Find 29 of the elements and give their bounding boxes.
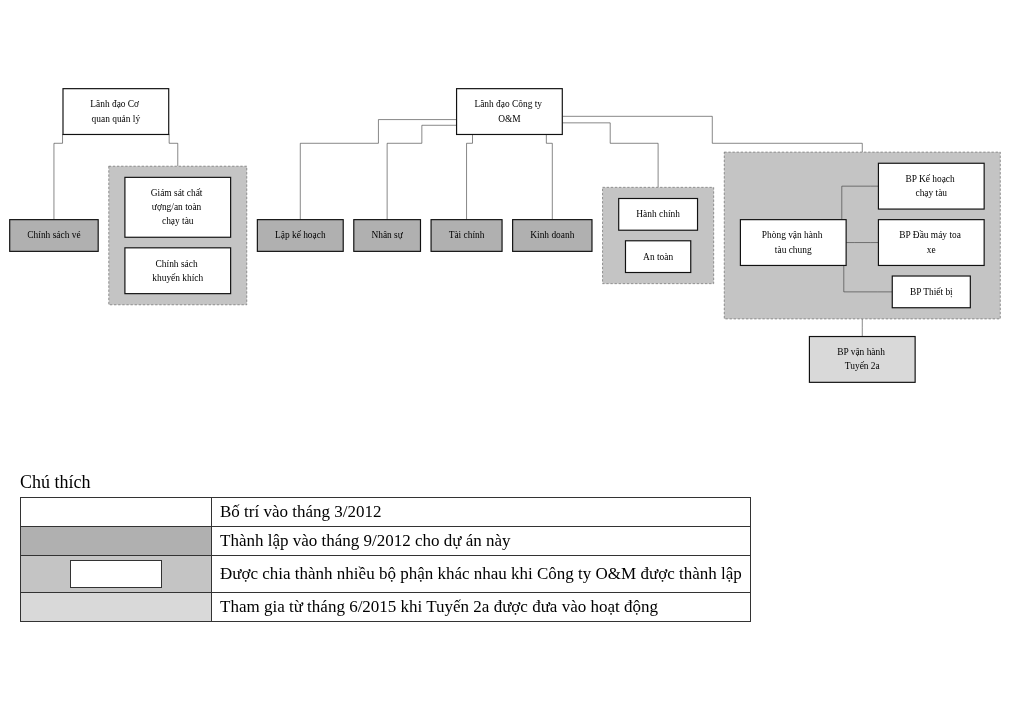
legend-text: Được chia thành nhiều bộ phận khác nhau khi Công ty O&M được thành lập [211,555,751,593]
node-box: Chính sách vé [9,218,99,252]
node-box: Giám sát chất ượng/an toàn chạy tàu [124,176,232,238]
node-box: BP Thiết bị [891,274,971,308]
node-box: Chính sách khuyến khích [124,246,232,294]
connector [562,122,659,188]
node-box: Phòng vận hành tàu chung [739,218,847,266]
node-box: BP Kế hoạch chạy tàu [877,162,985,210]
cluster [723,151,1001,319]
node-box: Lập kế hoạch [256,218,344,252]
legend-text: Bố trí vào tháng 3/2012 [211,497,751,527]
node-box: BP vận hành Tuyến 2a [808,335,916,383]
cluster [108,165,248,305]
node-box: Hành chính [618,197,699,231]
node-box: Lãnh đạo Công ty O&M [456,87,563,135]
connector [386,124,457,220]
node-box: Tài chính [430,218,503,252]
node-box: Nhân sự [353,218,422,252]
cluster [602,186,714,284]
legend-text: Tham gia từ tháng 6/2015 khi Tuyến 2a được đưa vào hoạt động [211,592,751,622]
node-box: An toàn [624,239,692,273]
node-box: Kinh doanh [512,218,593,252]
node-box: Lãnh đạo Cơ quan quản lý [62,87,170,135]
connector [862,318,863,337]
legend-text: Thành lập vào tháng 9/2012 cho dự án này [211,526,751,556]
legend-heading: Chú thích [20,472,92,493]
connector [562,115,863,152]
node-box: BP Đầu máy toa xe [877,218,985,266]
connector [300,118,457,220]
